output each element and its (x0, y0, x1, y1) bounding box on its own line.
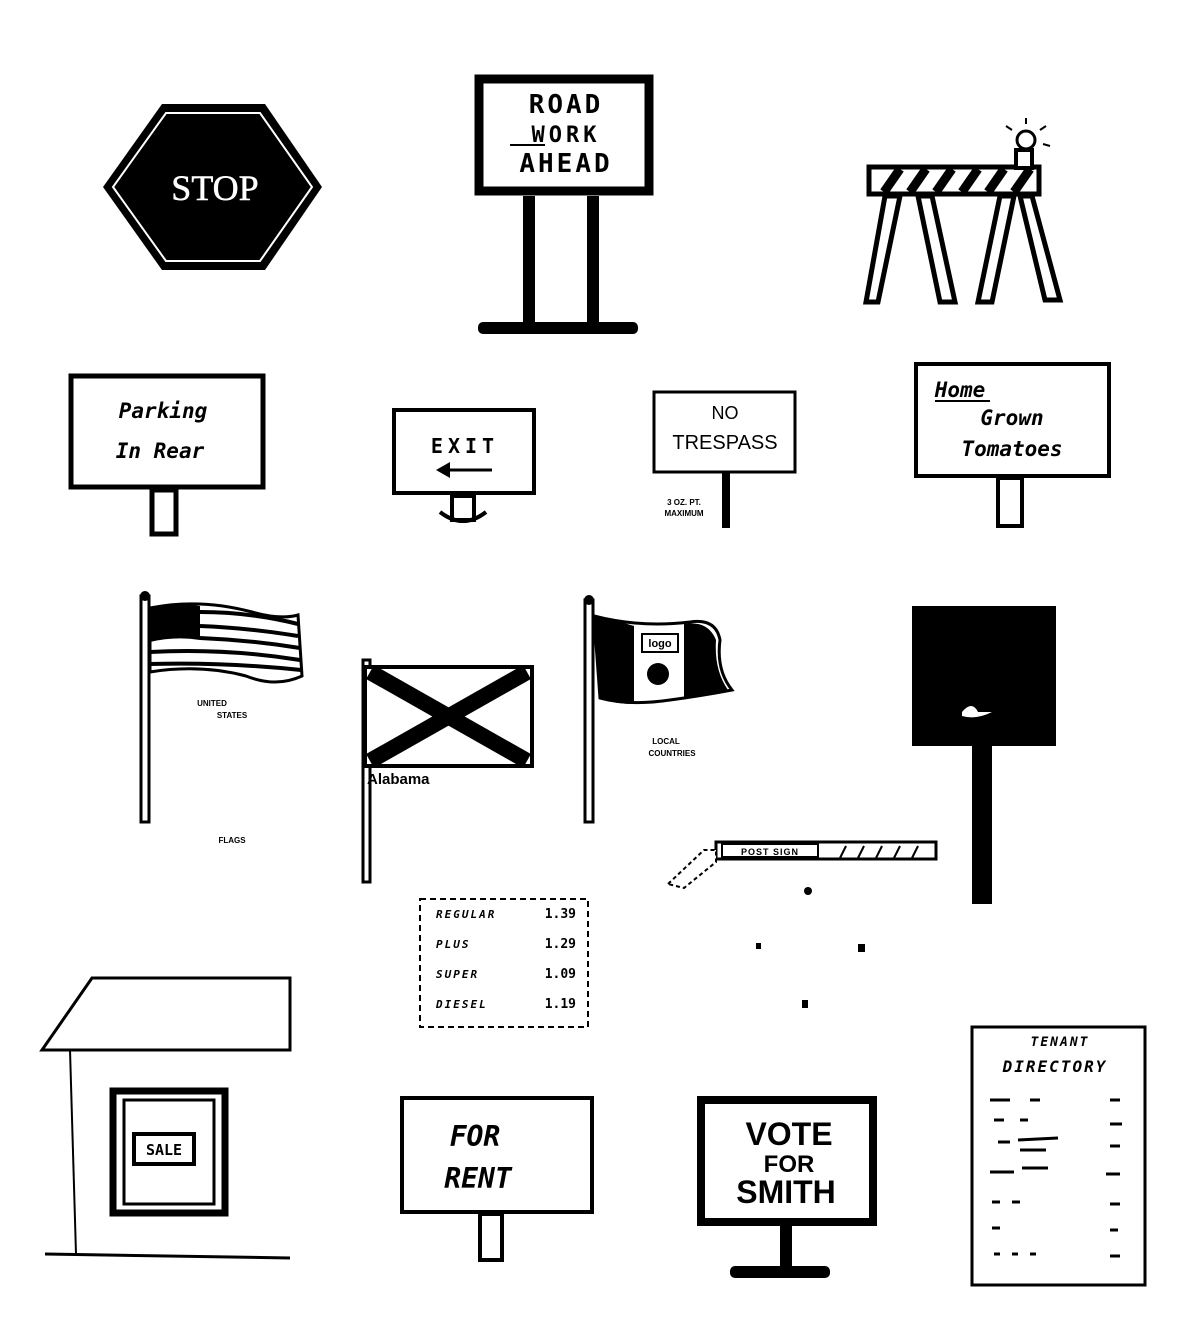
gas-grade-label: SUPER (436, 968, 479, 981)
us-flag-caption1: UNITED (197, 699, 227, 708)
parking-line2: In Rear (116, 439, 205, 463)
directory-line1: TENANT (1031, 1035, 1090, 1050)
tomatoes-line3: Tomatoes (961, 437, 1062, 461)
stop-sign: STOP (103, 104, 322, 270)
vote-for-smith-sign: VOTE FOR SMITH (697, 1096, 877, 1278)
local-flag-badge: logo (648, 638, 671, 650)
left-arrow-icon (436, 462, 492, 478)
local-flag-caption1: LOCAL (652, 737, 680, 746)
gas-price-value: 1.29 (545, 937, 576, 952)
sale-building: SALE (39, 976, 292, 1260)
exit-sign: EXIT (392, 408, 536, 523)
road-work-line1: ROAD (529, 90, 604, 120)
us-flag-caption2: STATES (217, 711, 248, 720)
no-trespass-line1: NO (712, 403, 739, 423)
warning-lamp-icon (1005, 118, 1051, 170)
barricade (863, 118, 1064, 305)
gas-grade-label: REGULAR (436, 908, 496, 921)
united-states-flag: UNITED STATES FLAGS (139, 591, 304, 845)
stop-sign-text: STOP (171, 168, 258, 208)
for-rent-line2: RENT (444, 1162, 513, 1195)
gas-grade-label: PLUS (436, 938, 471, 951)
stars-and-stripes-icon (148, 602, 304, 684)
gas-grade-label: DIESEL (435, 998, 488, 1011)
sale-text: SALE (146, 1141, 182, 1159)
local-flag: logo LOCAL COUNTRIES (583, 595, 735, 824)
home-grown-tomatoes-sign: Home Grown Tomatoes (914, 362, 1111, 528)
alabama-label: Alabama (367, 771, 430, 788)
no-trespass-caption1: 3 OZ. PT. (667, 498, 701, 507)
tenant-directory-sign: TENANT DIRECTORY (970, 1025, 1147, 1287)
no-trespass-caption2: MAXIMUM (664, 509, 703, 518)
vote-line2: FOR (764, 1151, 815, 1178)
tomatoes-line2: Grown (980, 406, 1043, 430)
vote-line3: SMITH (736, 1174, 836, 1210)
no-trespass-sign: NO TRESPASS 3 OZ. PT. MAXIMUM (652, 390, 797, 528)
road-work-ahead-sign: ROAD WORK AHEAD (474, 74, 654, 334)
gas-price-value: 1.19 (545, 997, 576, 1012)
road-work-line3: AHEAD (519, 149, 612, 179)
for-rent-line1: FOR (450, 1120, 501, 1153)
gas-price-value: 1.39 (545, 907, 576, 922)
for-rent-sign: FOR RENT (400, 1096, 594, 1262)
barrier-gate: POST SIGN (665, 840, 938, 1008)
flags-footer: FLAGS (218, 836, 246, 845)
barrier-gate-label: POST SIGN (741, 847, 799, 857)
vote-line1: VOTE (745, 1116, 832, 1152)
directory-line2: DIRECTORY (1002, 1057, 1108, 1076)
alabama-flag: Alabama (361, 658, 534, 884)
parking-line1: Parking (119, 399, 208, 423)
no-trespass-line2: TRESPASS (672, 432, 777, 454)
tomatoes-line1: Home (934, 378, 986, 402)
exit-text: EXIT (431, 434, 499, 458)
black-post-sign (912, 606, 1056, 904)
parking-in-rear-sign: Parking In Rear (68, 373, 266, 537)
gas-price-value: 1.09 (545, 967, 576, 982)
local-flag-caption2: COUNTRIES (648, 749, 696, 758)
road-work-line2: WORK (532, 123, 601, 148)
